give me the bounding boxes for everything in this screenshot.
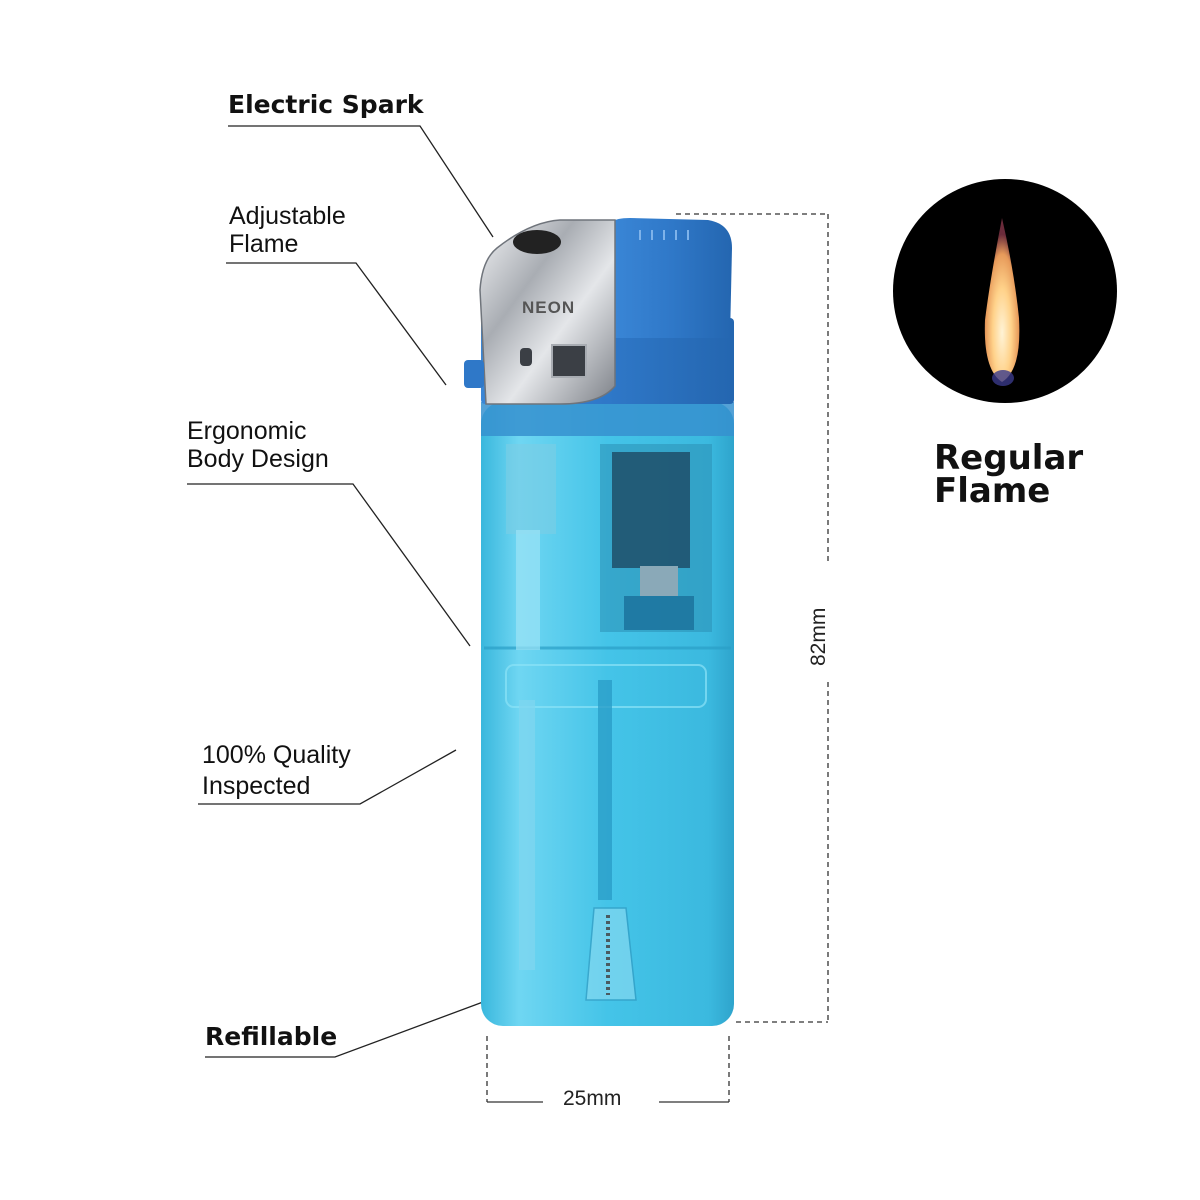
flame-title-line-1: Regular xyxy=(934,438,1084,478)
refillable-label: Refillable xyxy=(205,1022,338,1051)
height-dimension-label: 82mm xyxy=(807,607,830,666)
flame-hole xyxy=(513,230,561,254)
wick-left xyxy=(519,700,535,970)
dimension-lines xyxy=(486,213,829,1102)
lighter xyxy=(481,402,734,1026)
adjustable-flame-leader xyxy=(226,262,447,386)
adjustable-flame-label-1: Adjustable xyxy=(229,202,346,230)
valve xyxy=(506,444,556,534)
callout-lines xyxy=(187,125,494,1058)
base-valve xyxy=(585,907,637,1001)
lighter-head xyxy=(464,218,734,405)
ergonomic-label-2: Body Design xyxy=(187,445,329,473)
chrome-window xyxy=(551,344,587,378)
quality-label-2: Inspected xyxy=(202,772,311,800)
quality-label-1: 100% Quality xyxy=(202,741,351,769)
flame-title: Regular Flame xyxy=(934,438,1084,511)
lighter-collar xyxy=(481,402,734,436)
brand-logo: NEON xyxy=(522,298,576,317)
refillable-leader xyxy=(205,1001,484,1058)
electric-spark-label: Electric Spark xyxy=(228,90,424,119)
ergonomic-leader xyxy=(187,483,471,647)
piezo-block xyxy=(612,452,690,568)
quality-leader xyxy=(198,749,457,805)
adjustable-flame-label-2: Flame xyxy=(229,230,299,258)
ergonomic-label-1: Ergonomic xyxy=(187,417,307,445)
flame-title-line-2: Flame xyxy=(934,471,1051,511)
spring-cap xyxy=(640,566,678,596)
ignition-button xyxy=(612,218,732,338)
wick-right xyxy=(598,680,612,900)
width-dimension-label: 25mm xyxy=(563,1087,622,1110)
flame-adjuster xyxy=(464,360,484,388)
flame-shape xyxy=(984,218,1020,382)
electric-spark-leader xyxy=(228,125,494,238)
